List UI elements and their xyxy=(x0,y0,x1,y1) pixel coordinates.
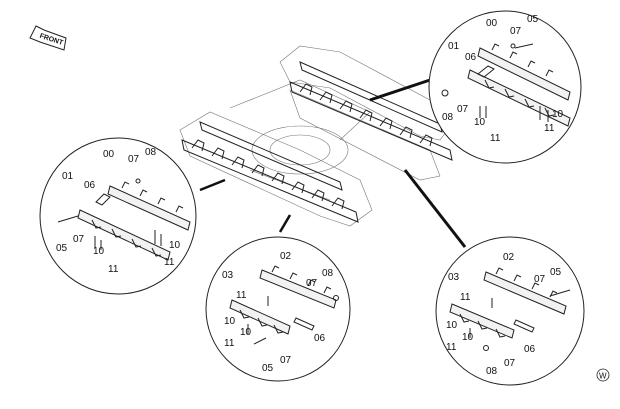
callout-label: 10 xyxy=(462,332,474,343)
callout-label: 11 xyxy=(460,292,471,303)
detail-circle-left xyxy=(39,137,197,295)
callout-label: 07 xyxy=(534,274,546,285)
callout-label: 10 xyxy=(552,109,564,120)
front-arrow: FRONT xyxy=(29,25,67,51)
callout-label: 10 xyxy=(474,117,486,128)
callout-label: 10 xyxy=(240,327,252,338)
callout-label: 06 xyxy=(524,344,536,355)
frame-track-guard-upper xyxy=(289,61,453,161)
callout-label: 10 xyxy=(446,320,458,331)
callout-label: 10 xyxy=(224,316,236,327)
callout-label: 07 xyxy=(73,234,85,245)
undercarriage-frame xyxy=(179,45,456,227)
callout-label: 03 xyxy=(448,272,460,283)
callout-label: 08 xyxy=(145,147,157,158)
callout-label: 08 xyxy=(322,268,334,279)
callout-label: 07 xyxy=(128,154,140,165)
callout-label: 08 xyxy=(486,366,498,377)
callout-label: 03 xyxy=(222,270,234,281)
callout-label: 00 xyxy=(103,149,115,160)
watermark-letter: W xyxy=(599,372,607,381)
callout-label: 02 xyxy=(503,252,515,263)
callout-label: 02 xyxy=(280,251,292,262)
callout-label: 05 xyxy=(262,363,274,374)
detail-circle-bottom-center xyxy=(205,236,351,382)
callouts-top-right: 00 05 07 01 06 07 08 10 10 11 11 xyxy=(442,14,564,144)
callout-label: 05 xyxy=(527,14,539,25)
callout-label: 11 xyxy=(224,338,235,349)
callout-label: 01 xyxy=(62,171,74,182)
callout-label: 06 xyxy=(314,333,326,344)
callout-label: 11 xyxy=(544,123,555,134)
frame-track-guard-lower xyxy=(181,121,359,223)
callout-label: 07 xyxy=(504,358,516,369)
callout-label: 07 xyxy=(280,355,292,366)
callout-label: 07 xyxy=(457,104,469,115)
callout-label: 11 xyxy=(490,133,501,144)
callouts-bottom-center: 02 03 07 08 11 10 10 11 06 07 05 xyxy=(222,251,334,374)
callout-label: 05 xyxy=(56,243,68,254)
callout-label: 11 xyxy=(236,290,247,301)
callout-label: 06 xyxy=(84,180,96,191)
callouts-bottom-right: 02 03 07 05 11 10 10 11 06 07 08 xyxy=(446,252,562,377)
callout-label: 11 xyxy=(164,257,175,268)
callout-label: 07 xyxy=(306,278,318,289)
watermark-badge: W xyxy=(596,368,610,382)
callout-label: 08 xyxy=(442,112,454,123)
callouts-left: 00 07 08 01 06 05 07 10 10 11 11 xyxy=(56,147,181,275)
callout-label: 10 xyxy=(93,246,105,257)
detail-circle-top-right xyxy=(428,10,582,164)
callout-label: 11 xyxy=(446,342,457,353)
callout-label: 07 xyxy=(510,26,522,37)
callout-label: 05 xyxy=(550,267,562,278)
leader-lines xyxy=(199,78,467,248)
callout-label: 00 xyxy=(486,18,498,29)
callout-label: 11 xyxy=(108,264,119,275)
callout-label: 06 xyxy=(465,52,477,63)
callout-label: 01 xyxy=(448,41,460,52)
callout-label: 10 xyxy=(169,240,181,251)
detail-circle-bottom-right xyxy=(435,236,585,386)
